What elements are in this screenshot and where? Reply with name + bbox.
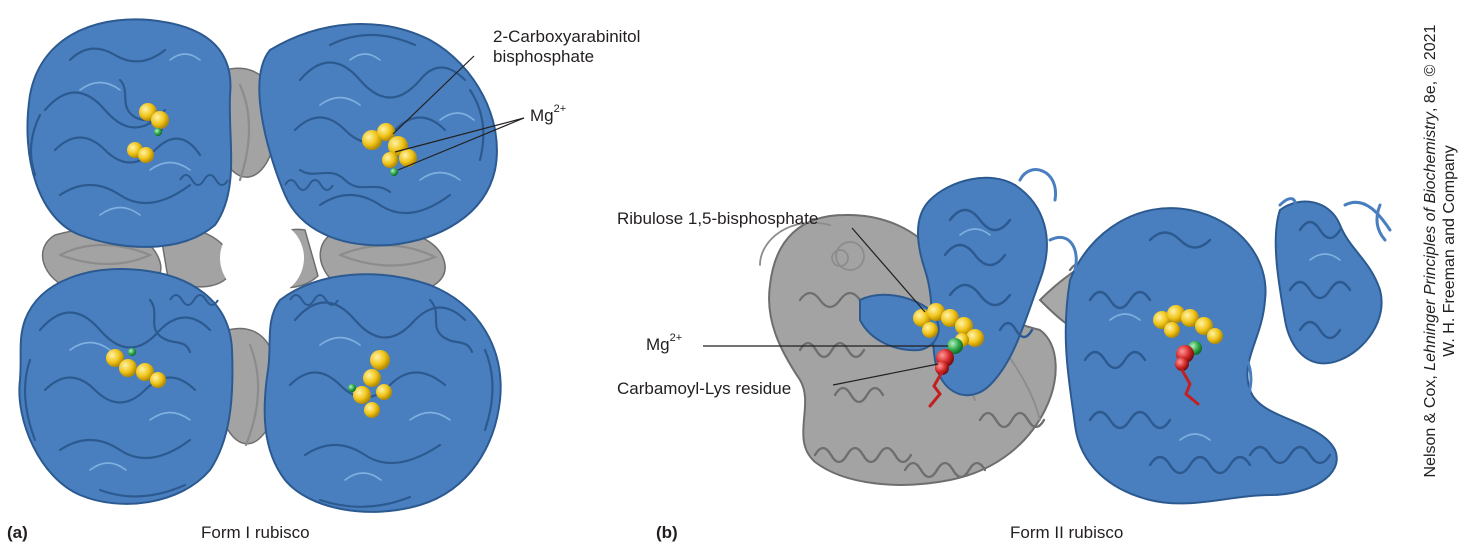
central-helices bbox=[169, 174, 339, 306]
caption-form-II-rubisco: Form II rubisco bbox=[1010, 523, 1124, 542]
mg-ion-left bbox=[947, 338, 963, 354]
caption-form-I-rubisco: Form I rubisco bbox=[201, 523, 310, 542]
label-carboxyarabinitol-line1: 2-Carboxyarabinitol bbox=[493, 27, 641, 46]
label-mg-b-charge: 2+ bbox=[669, 332, 683, 345]
ligand-site-right bbox=[1153, 305, 1223, 406]
ribulose-bisphosphate-left bbox=[913, 303, 984, 347]
panel-letter-a: (a) bbox=[7, 523, 28, 542]
label-mg-a-base: Mg bbox=[530, 106, 554, 125]
ligand-bottom-left bbox=[106, 348, 166, 388]
credit-authors: Nelson & Cox, bbox=[1422, 370, 1439, 478]
label-mg-b-base: Mg bbox=[646, 335, 670, 354]
label-carbamoyl-lys-residue: Carbamoyl-Lys residue bbox=[617, 379, 792, 398]
label-carboxyarabinitol-line2: bisphosphate bbox=[493, 47, 595, 66]
form-I-rubisco-structure bbox=[18, 18, 525, 513]
leader-lines-b bbox=[703, 227, 948, 386]
central-cavity bbox=[220, 218, 304, 298]
label-ribulose-bisphosphate: Ribulose 1,5-bisphosphate bbox=[617, 209, 819, 228]
blue-subunit bbox=[859, 168, 1392, 505]
large-subunit-bottom-left bbox=[18, 268, 234, 505]
ligand-bottom-right bbox=[348, 350, 392, 418]
ligand-sites-form-I bbox=[106, 103, 417, 418]
ligand-top-right bbox=[362, 123, 417, 176]
large-subunit-top-left bbox=[26, 18, 233, 248]
credit-line1: Nelson & Cox, Lehninger Principles of Bi… bbox=[1421, 16, 1440, 486]
ligand-site-left bbox=[913, 303, 984, 408]
label-mg-panel-b: Mg2+ bbox=[646, 332, 683, 355]
label-mg-panel-a: Mg2+ bbox=[530, 103, 567, 126]
credit-line2: W. H. Freeman and Company bbox=[1441, 145, 1458, 357]
credit-book-title: Lehninger Principles of Biochemistry bbox=[1422, 111, 1439, 371]
credit-edition: , 8e, © 2021 bbox=[1422, 24, 1439, 112]
label-carboxyarabinitol-bisphosphate: 2-Carboxyarabinitol bisphosphate bbox=[493, 27, 640, 67]
form-II-rubisco-structure bbox=[703, 168, 1392, 505]
label-mg-a-charge: 2+ bbox=[553, 103, 567, 116]
publisher-credit: Nelson & Cox, Lehninger Principles of Bi… bbox=[1421, 16, 1461, 486]
carbamoyl-lys-left bbox=[928, 349, 954, 408]
leader-lines-a bbox=[392, 55, 525, 171]
panel-letter-b: (b) bbox=[656, 523, 678, 542]
ligand-top-left bbox=[127, 103, 169, 163]
